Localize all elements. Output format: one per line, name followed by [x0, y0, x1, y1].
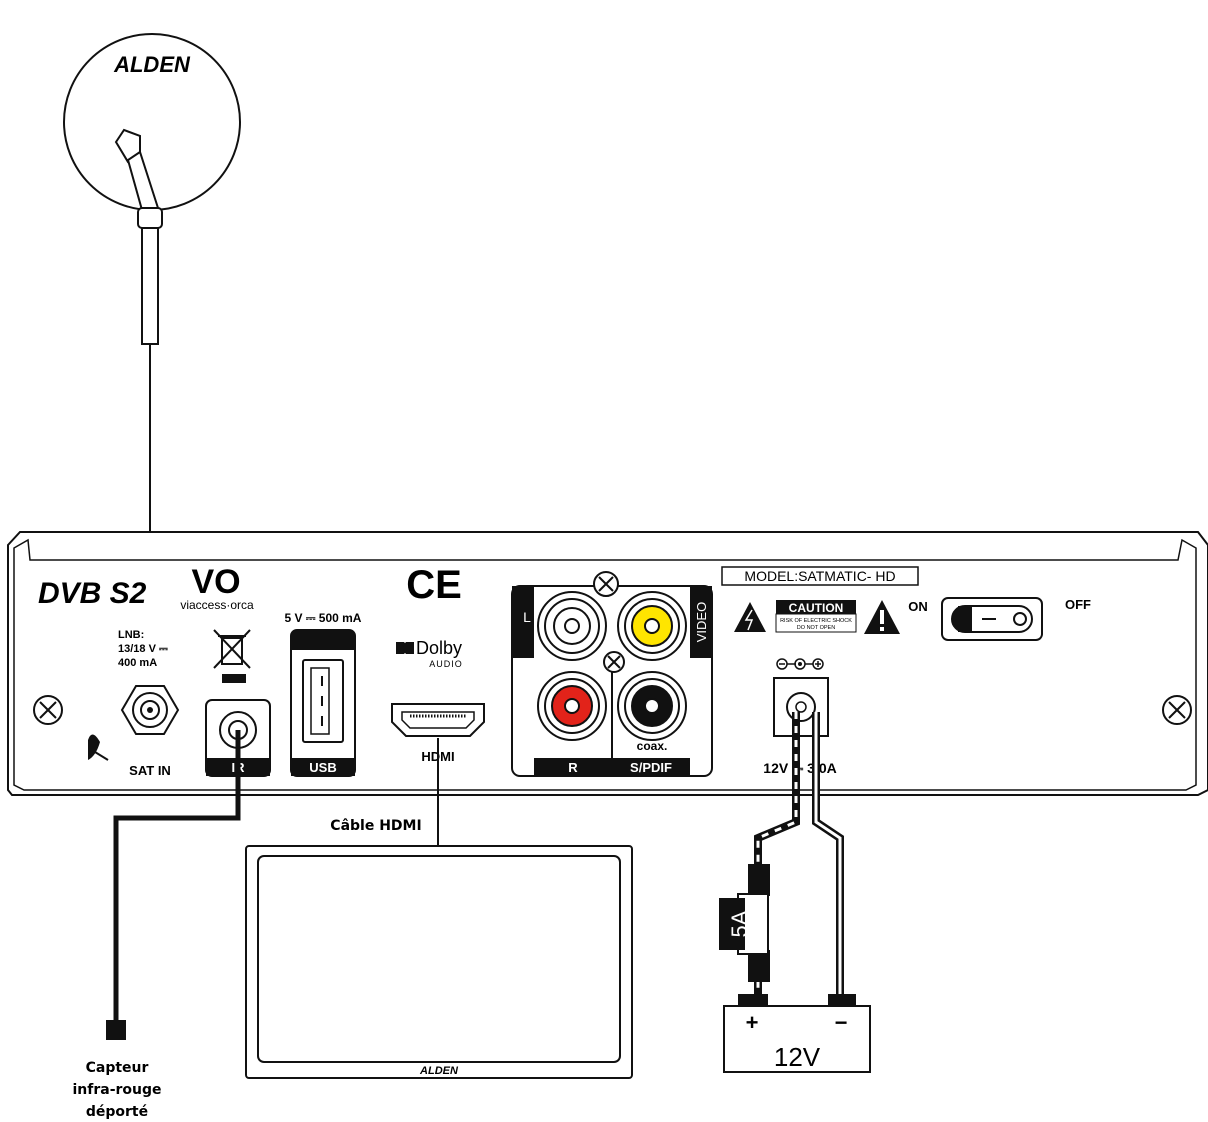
- ir-sensor-head: [106, 1020, 126, 1040]
- video-label: VIDEO: [694, 602, 709, 642]
- battery-voltage: 12V: [774, 1042, 821, 1072]
- rca-video-jack: [617, 591, 687, 661]
- receiver-back-panel: DVB S2 VO viaccess·orca LNB: 13/18 V ⎓ 4…: [7, 531, 1208, 796]
- lnb-spec-line2: 13/18 V ⎓: [118, 643, 168, 655]
- dish-logo: ALDEN: [113, 52, 191, 77]
- ir-sensor-caption-line2: infra-rouge: [72, 1082, 161, 1098]
- caution-banner: [776, 600, 856, 614]
- switch-on-label: ON: [908, 599, 928, 614]
- hdmi-port: [391, 703, 485, 737]
- ir-sensor-caption-line1: Capteur: [86, 1060, 149, 1076]
- ce-mark: CE: [406, 563, 462, 607]
- lnb-spec-line3: 400 mA: [118, 657, 157, 669]
- screw-icon-left: [33, 695, 63, 725]
- ir-sensor-caption-line3: déporté: [86, 1104, 148, 1120]
- dc-polarity-icon: [776, 658, 824, 670]
- caution-detail-box: [775, 613, 857, 633]
- battery-positive-terminal: [738, 994, 768, 1006]
- screw-icon-right: [1162, 695, 1192, 725]
- usb-power-rating: 5 V ⎓ 500 mA: [285, 611, 362, 625]
- spdif-coax-jack: [617, 671, 687, 741]
- tv-logo: ALDEN: [419, 1065, 459, 1077]
- spdif-label: S/PDIF: [630, 760, 672, 775]
- weee-bin-icon: [213, 629, 251, 683]
- lnb-head-icon: [114, 128, 141, 164]
- power-cable-negative: [812, 712, 844, 996]
- caution-line2: DO NOT OPEN: [797, 625, 835, 631]
- audio-right-label: R: [568, 760, 578, 775]
- sat-in-label: SAT IN: [129, 763, 171, 778]
- model-label: MODEL:SATMATIC- HD: [744, 568, 895, 584]
- satellite-dish: ALDEN: [63, 33, 241, 718]
- fuse-label: 5A: [727, 910, 752, 937]
- lnb-spec-line1: LNB:: [118, 629, 144, 641]
- sat-in-connector: [120, 685, 180, 735]
- receiver-inner-frame: [13, 538, 1197, 791]
- power-switch: [941, 597, 1043, 641]
- battery-plus-sign: +: [746, 1010, 759, 1035]
- dish-mount: [137, 207, 163, 229]
- hdmi-cable-caption: Câble HDMI: [330, 818, 421, 834]
- coax-label: coax.: [637, 739, 668, 753]
- inline-fuse: [719, 864, 770, 982]
- dolby-brand: Dolby: [416, 638, 462, 658]
- satellite-dish-icon: [88, 734, 109, 761]
- high-voltage-warning-icon: [734, 602, 766, 632]
- battery-minus-sign: −: [835, 1010, 848, 1035]
- dolby-audio-sub: AUDIO: [429, 659, 463, 669]
- battery-negative-terminal: [828, 994, 856, 1006]
- audio-left-label: L: [523, 609, 531, 625]
- dvb-s2-logo: DVB S2: [38, 577, 147, 610]
- dish-pole: [141, 227, 159, 345]
- switch-off-label: OFF: [1065, 597, 1091, 612]
- rca-audio-left-jack: [537, 591, 607, 661]
- television: [245, 845, 633, 1079]
- model-label-box: [721, 566, 919, 586]
- battery: [723, 994, 871, 1073]
- viaccess-logo: VO: [191, 563, 240, 601]
- usb-port: [290, 629, 356, 777]
- ir-sensor-cable: [106, 730, 241, 1040]
- caution-title: CAUTION: [789, 601, 844, 615]
- screw-icon-av-top: [593, 571, 619, 597]
- viaccess-name: viaccess·orca: [180, 598, 254, 612]
- dolby-icon: [396, 642, 414, 654]
- screw-icon-av-middle: [603, 651, 625, 673]
- rca-audio-right-jack: [537, 671, 607, 741]
- usb-port-label: USB: [309, 760, 336, 775]
- exclamation-warning-icon: [864, 600, 900, 634]
- caution-line1: RISK OF ELECTRIC SHOCK: [780, 618, 852, 624]
